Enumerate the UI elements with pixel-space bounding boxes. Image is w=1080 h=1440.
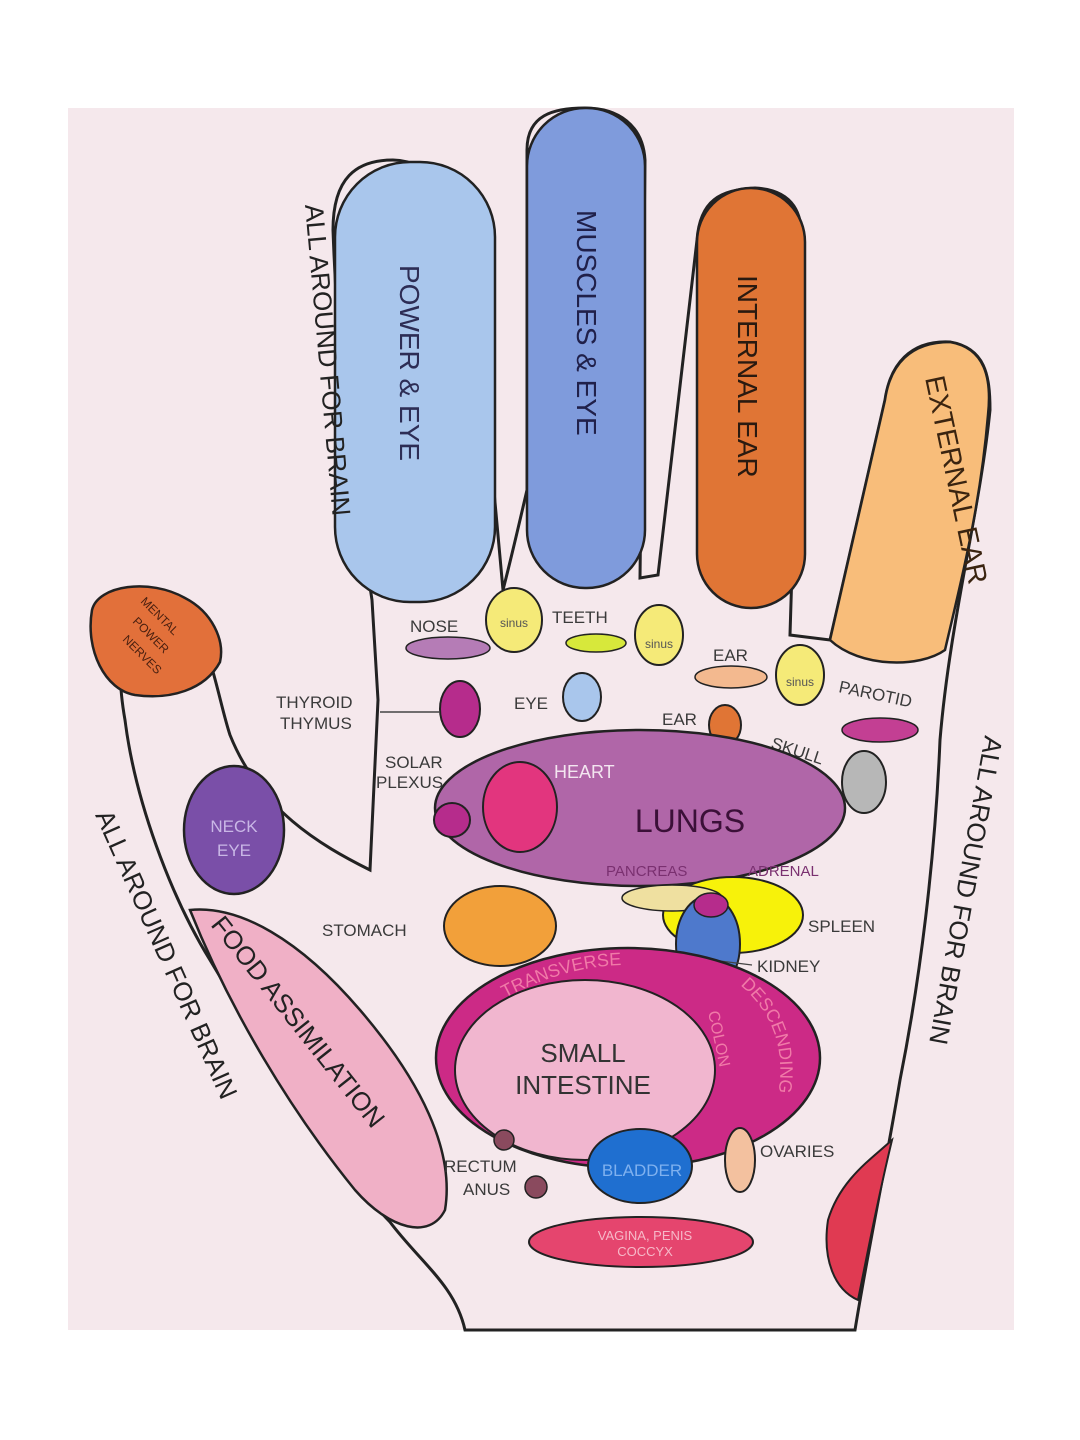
ear-lower-label: EAR (662, 710, 697, 729)
nose-label: NOSE (410, 617, 458, 636)
finger-middle: MUSCLES & EYE (525, 106, 647, 590)
eye-label: EYE (514, 694, 548, 713)
finger-ring: INTERNAL EAR (695, 186, 807, 610)
finger-middle-label: MUSCLES & EYE (571, 210, 602, 436)
adrenal-zone (693, 892, 729, 918)
vagina-label-1: VAGINA, PENIS (598, 1228, 693, 1243)
rectum-label: RECTUM (444, 1157, 517, 1176)
finger-ring-label: INTERNAL EAR (732, 275, 763, 478)
neck-label: NECK (210, 817, 258, 836)
plexus-label: PLEXUS (376, 773, 443, 792)
bladder-zone (587, 1128, 693, 1204)
ovaries-zone (724, 1127, 756, 1193)
wrist-edge-zone (825, 1137, 894, 1302)
thumb-tip: MENTAL POWER NERVES (89, 585, 223, 698)
small-intestine-zone (454, 979, 716, 1161)
sinus-zones: sinus sinus sinus (485, 587, 825, 706)
skull-zone (841, 750, 887, 814)
ovaries-label: OVARIES (760, 1142, 834, 1161)
thymus-label: THYMUS (280, 714, 352, 733)
finger-index-label: POWER & EYE (394, 265, 425, 461)
ear-upper-zone (694, 665, 768, 689)
adrenal-label: ADRENAL (748, 863, 819, 880)
sinus-3 (775, 644, 825, 706)
sinus-label-1: sinus (500, 616, 528, 630)
teeth-label: TEETH (552, 608, 608, 627)
heart-label: HEART (554, 762, 615, 782)
small-label: SMALL (540, 1038, 625, 1068)
sinus-1 (485, 587, 543, 653)
kidney-label: KIDNEY (757, 957, 820, 976)
solar-plexus-zone (433, 802, 471, 838)
anus-zone (524, 1175, 548, 1199)
vagina-label-2: COCCYX (617, 1244, 673, 1259)
sinus-label-2: sinus (645, 637, 673, 651)
lungs-label: LUNGS (635, 803, 745, 839)
finger-little: EXTERNAL EAR (828, 340, 994, 664)
pancreas-label: PANCREAS (606, 863, 687, 880)
parotid-zone (841, 717, 919, 743)
spleen-label: SPLEEN (808, 917, 875, 936)
thyroid-zone (439, 680, 481, 738)
teeth-zone (565, 633, 627, 653)
neck-eye: NECK EYE (182, 764, 286, 896)
finger-index: POWER & EYE (333, 160, 497, 604)
stomach-zone (443, 885, 557, 967)
sinus-label-3: sinus (786, 675, 814, 689)
solar-label: SOLAR (385, 753, 443, 772)
rectum-zone (493, 1129, 515, 1151)
eye-zone (562, 672, 602, 722)
sinus-2 (634, 604, 684, 666)
bladder-label: BLADDER (602, 1161, 682, 1180)
anus-label: ANUS (463, 1180, 510, 1199)
thyroid-label: THYROID (276, 693, 353, 712)
eye-label-thumb: EYE (217, 841, 251, 860)
intestine-label: INTESTINE (515, 1070, 651, 1100)
nose-zone (405, 636, 491, 660)
vagina-zone (528, 1216, 754, 1268)
stomach-label: STOMACH (322, 921, 407, 940)
ear-upper-label: EAR (713, 646, 748, 665)
heart-zone (482, 761, 558, 853)
